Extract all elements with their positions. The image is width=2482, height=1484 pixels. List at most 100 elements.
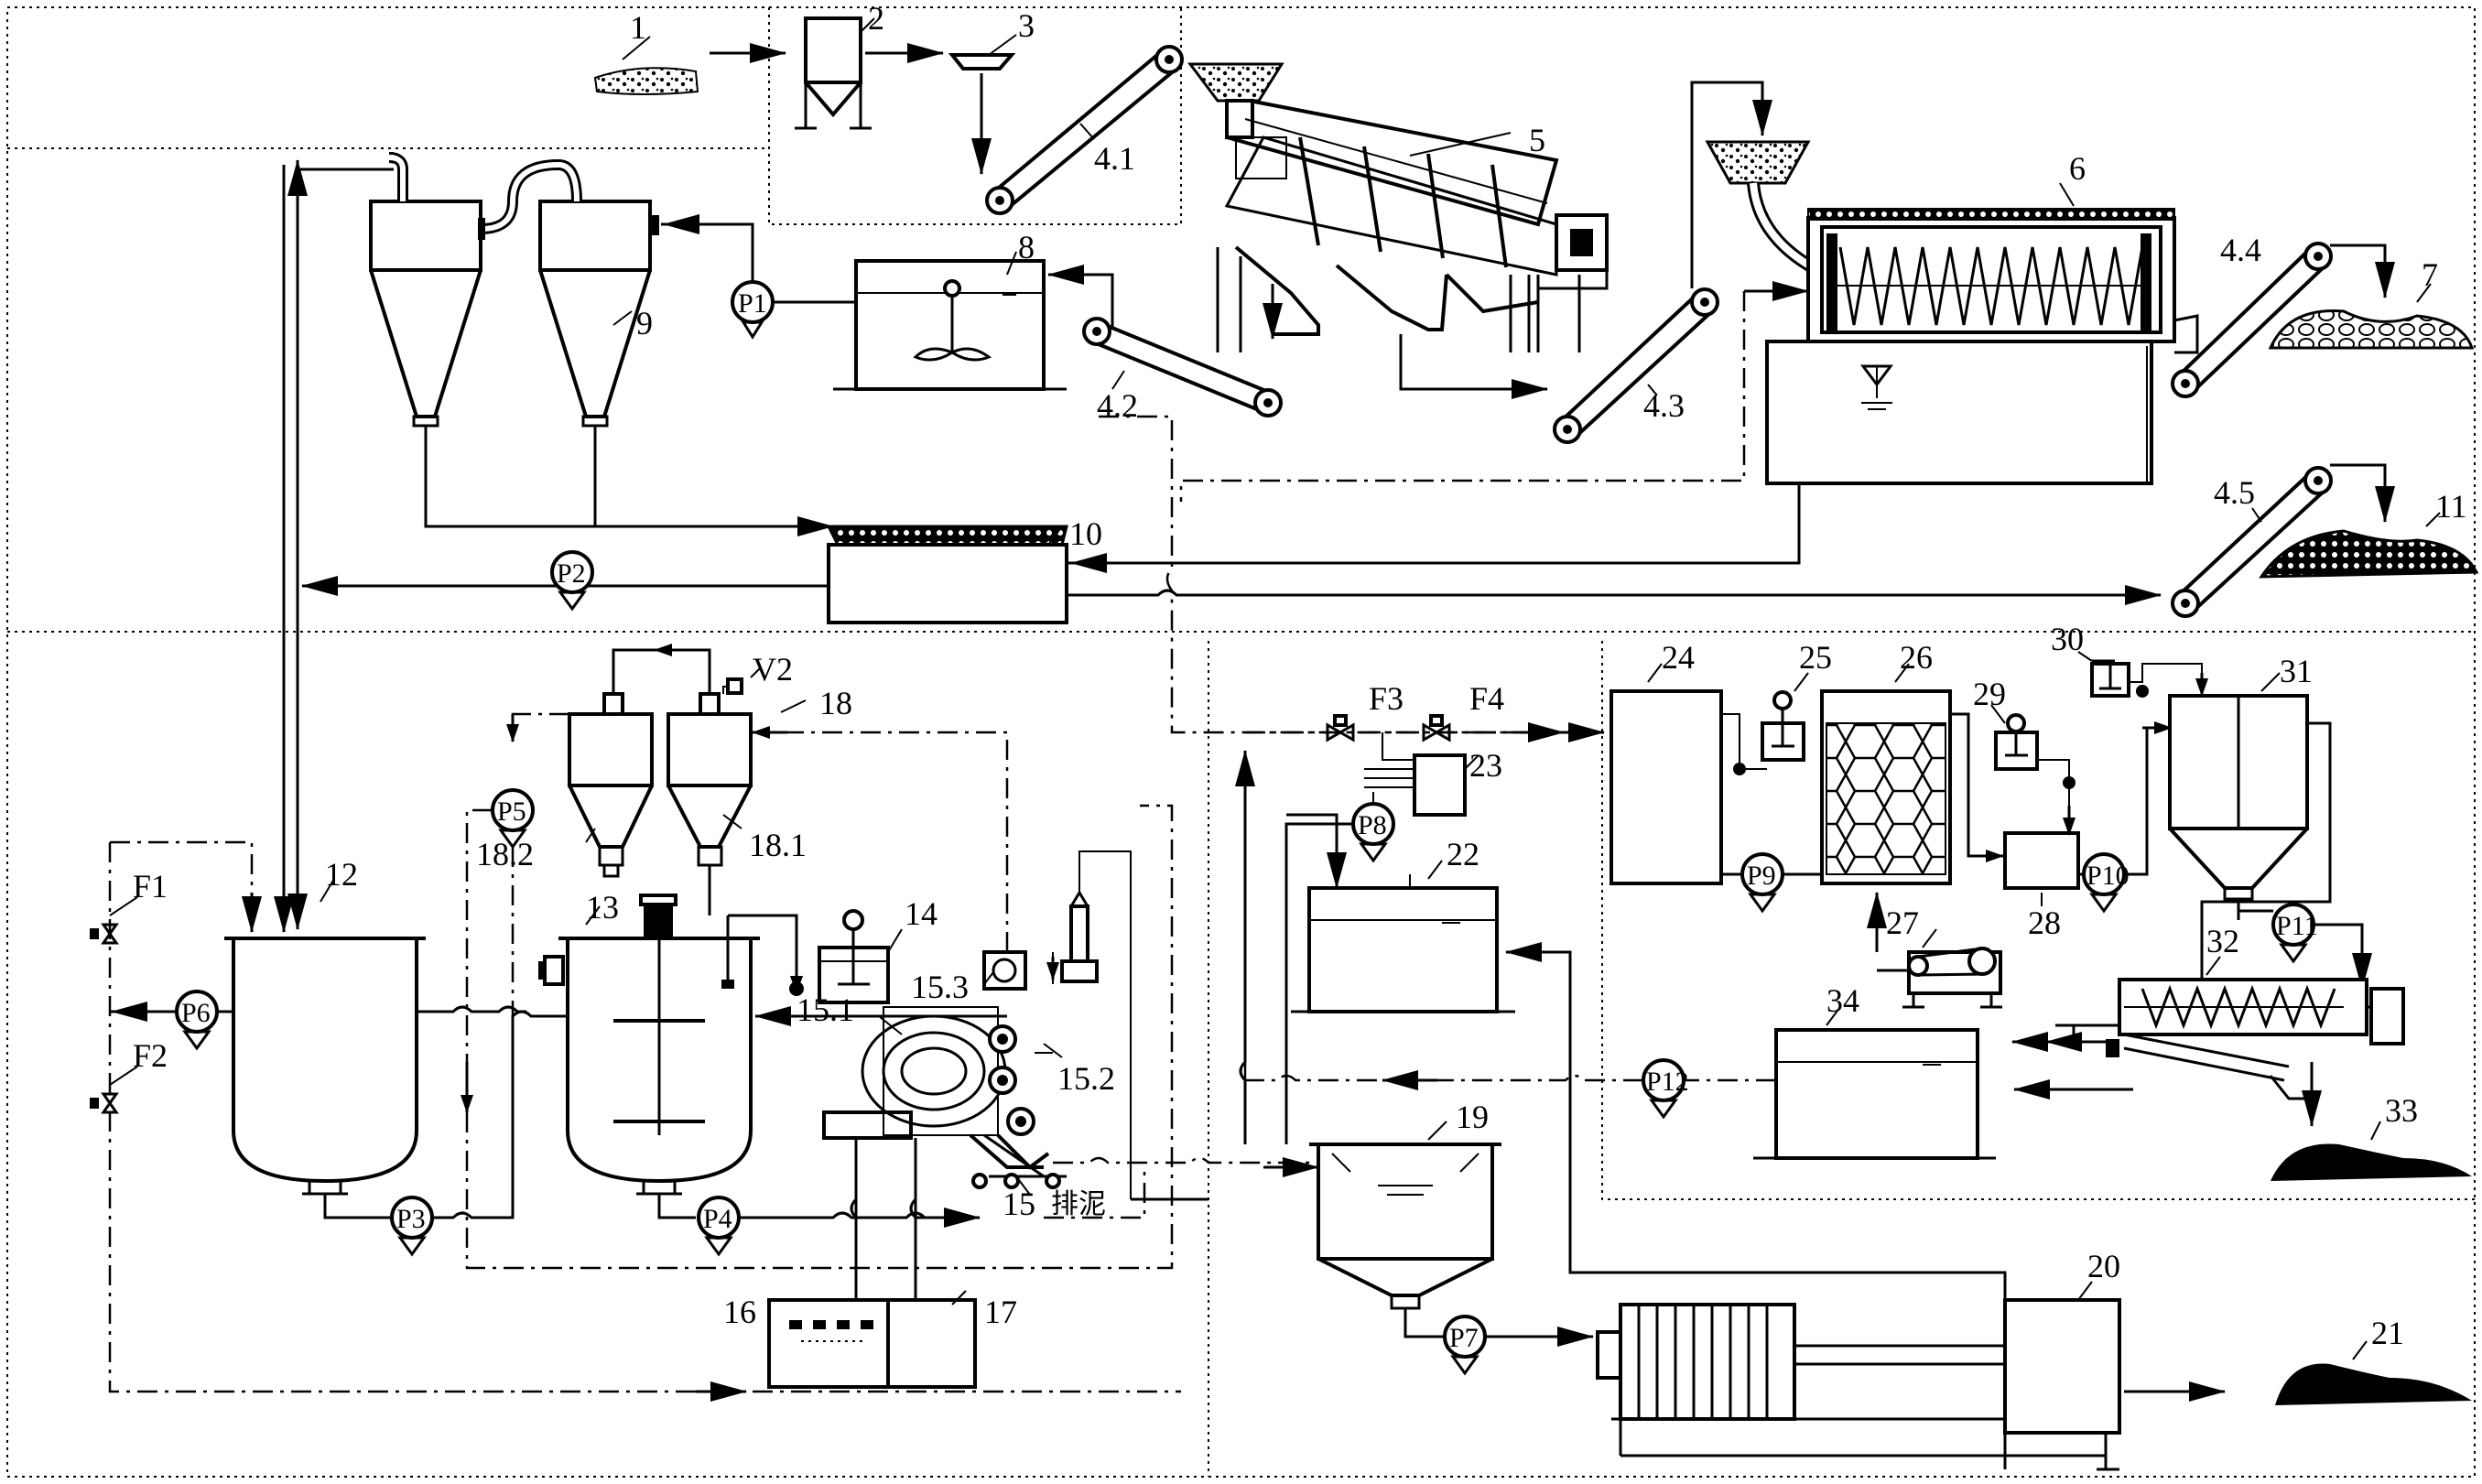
pile-7: 7 (2268, 256, 2475, 350)
tank-22: 22 (1291, 836, 1515, 1013)
label-18-1: 18.1 (749, 827, 807, 863)
cyclone-18: V2 18 18.1 18.2 (476, 644, 852, 915)
label-21: 21 (2371, 1315, 2404, 1351)
valve-f2[interactable]: F2 (90, 1037, 168, 1114)
pump-p3[interactable]: P3 (390, 1196, 434, 1257)
label-22: 22 (1447, 836, 1479, 872)
conveyor-4-4: 4.4 (2171, 232, 2333, 398)
valve-f4[interactable]: F4 (1422, 680, 1504, 742)
label-23: 23 (1469, 747, 1502, 784)
label-18-2: 18.2 (476, 836, 534, 872)
pump-p6-label: P6 (181, 998, 211, 1028)
pump-p6[interactable]: P6 (175, 990, 219, 1051)
conveyor-4-3: 4.3 (1553, 287, 1719, 444)
pump-p2[interactable]: P2 (550, 550, 594, 612)
blower-27: 27 (1886, 904, 2002, 1009)
label-15-2: 15.2 (1057, 1060, 1115, 1097)
hopper-3: 3 (948, 7, 1035, 70)
label-4-5: 4.5 (2214, 474, 2255, 511)
box-23: 23 (1413, 747, 1502, 817)
screen-10: 10 (826, 515, 1102, 624)
label-12: 12 (325, 856, 358, 893)
label-5: 5 (1529, 122, 1545, 158)
valve-f1-label: F1 (133, 868, 168, 904)
label-18: 18 (819, 685, 852, 721)
pile-11: 11 (2259, 488, 2479, 579)
screw-press-32: 32 (2106, 923, 2405, 1100)
pump-p4-label: P4 (703, 1204, 732, 1234)
label-26: 26 (1900, 639, 1933, 676)
pump-p9[interactable]: P9 (1740, 852, 1784, 914)
bio-reactor-26: 26 (1820, 639, 1952, 885)
label-15-3: 15.3 (911, 969, 969, 1005)
label-4-1: 4.1 (1094, 140, 1135, 177)
label-24: 24 (1662, 639, 1695, 676)
pump-p1-label: P1 (738, 288, 767, 319)
label-6: 6 (2069, 150, 2086, 187)
label-16: 16 (723, 1294, 756, 1330)
pump-p5-label: P5 (497, 796, 526, 827)
conveyor-4-2: 4.2 (1082, 317, 1283, 424)
valve-f4-label: F4 (1469, 680, 1504, 717)
tank-34: 34 (1753, 982, 1996, 1160)
conveyor-4-5: 4.5 (2171, 466, 2333, 618)
dosing-tank-25: 25 (1761, 639, 1832, 762)
pump-p10-label: P10 (2086, 861, 2130, 891)
valve-f3-label: F3 (1369, 680, 1404, 717)
dosing-tank-30: 30 (2051, 621, 2130, 698)
pump-p9-label: P9 (1747, 861, 1776, 891)
control-cabinet-16: 16 (723, 1294, 899, 1389)
pump-p7[interactable]: P7 (1443, 1315, 1487, 1376)
settler-19: 19 (1309, 1099, 1501, 1310)
pump-p11[interactable]: P11 (2271, 903, 2318, 964)
cyclone-9: 9 (369, 152, 659, 428)
pump-p11-label: P11 (2276, 911, 2318, 941)
filter-press-20: 20 (1596, 1248, 2121, 1471)
box-17: 17 (886, 1290, 1017, 1389)
pump-p8-label: P8 (1358, 810, 1387, 840)
dosing-tank-14: 14 (789, 895, 938, 1004)
conveyor-4-1: 4.1 (985, 45, 1184, 215)
pump-p8[interactable]: P8 (1351, 802, 1395, 863)
pump-p12-label: P12 (1646, 1067, 1689, 1097)
pile-21: 21 (2275, 1315, 2472, 1405)
pump-p7-label: P7 (1449, 1323, 1479, 1353)
silo-2: 2 (795, 0, 884, 130)
region-boundaries (6, 6, 2476, 1478)
pump-p4[interactable]: P4 (697, 1196, 741, 1257)
label-4-4: 4.4 (2220, 232, 2261, 268)
label-14: 14 (905, 895, 938, 932)
raw-material-1: 1 (593, 9, 699, 95)
pump-p5[interactable]: P5 (491, 788, 535, 850)
label-32: 32 (2206, 923, 2239, 959)
label-30: 30 (2051, 621, 2084, 657)
label-15: 15 (1003, 1186, 1035, 1222)
label-33: 33 (2385, 1092, 2418, 1129)
washer-6: 6 (1705, 140, 2199, 485)
label-29: 29 (1973, 676, 2006, 712)
label-9: 9 (636, 305, 653, 341)
pump-p3-label: P3 (396, 1204, 426, 1234)
label-3: 3 (1018, 7, 1035, 44)
label-11: 11 (2435, 488, 2467, 525)
pump-p1[interactable]: P1 (731, 280, 775, 340)
label-4-3: 4.3 (1643, 387, 1685, 424)
label-28: 28 (2028, 904, 2061, 941)
pile-33: 33 (2271, 1092, 2472, 1181)
clarifier-31: 31 (2168, 653, 2313, 901)
label-25: 25 (1799, 639, 1832, 676)
label-20: 20 (2087, 1248, 2120, 1284)
pump-p10[interactable]: P10 (2082, 852, 2130, 914)
valve-f2-label: F2 (133, 1037, 168, 1074)
label-1: 1 (630, 9, 646, 46)
valve-v2-label: V2 (753, 651, 793, 688)
pump-p12[interactable]: P12 (1642, 1058, 1689, 1120)
pump-p2-label: P2 (557, 558, 586, 589)
label-31: 31 (2280, 653, 2313, 689)
stir-tank-8: 8 (833, 229, 1067, 391)
box-24: 24 (1610, 639, 1723, 885)
valve-f1[interactable]: F1 (90, 868, 168, 945)
label-2: 2 (868, 0, 884, 37)
valve-f3[interactable]: F3 (1326, 680, 1404, 742)
